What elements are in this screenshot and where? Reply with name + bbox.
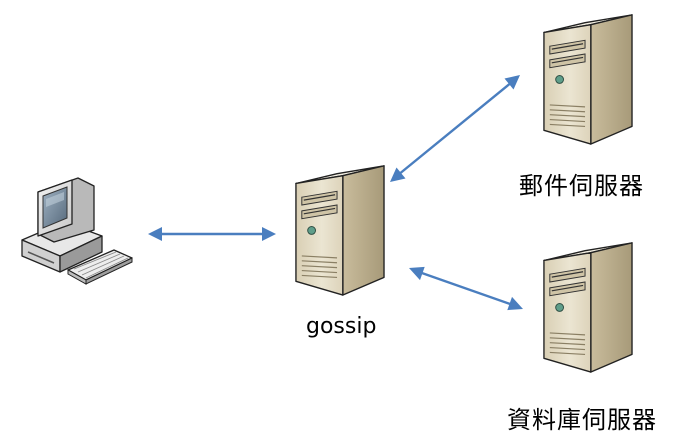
- database-server: [543, 242, 633, 373]
- server-tower-icon: [543, 14, 633, 145]
- gossip-server: [295, 165, 385, 296]
- mail-server-label: 郵件伺服器: [519, 172, 644, 200]
- arrow-gossip-mail: [390, 75, 520, 182]
- db-server-label: 資料庫伺服器: [507, 406, 657, 434]
- server-tower-icon: [543, 242, 633, 373]
- gossip-label: gossip: [306, 314, 377, 339]
- mail-server: [543, 14, 633, 145]
- server-tower-icon: [295, 165, 385, 296]
- arrow-gossip-db: [409, 266, 523, 311]
- client-computer: [21, 177, 133, 285]
- arrow-client-gossip: [148, 227, 276, 241]
- desktop-computer-icon: [21, 177, 133, 285]
- connection-arrows: [148, 75, 523, 311]
